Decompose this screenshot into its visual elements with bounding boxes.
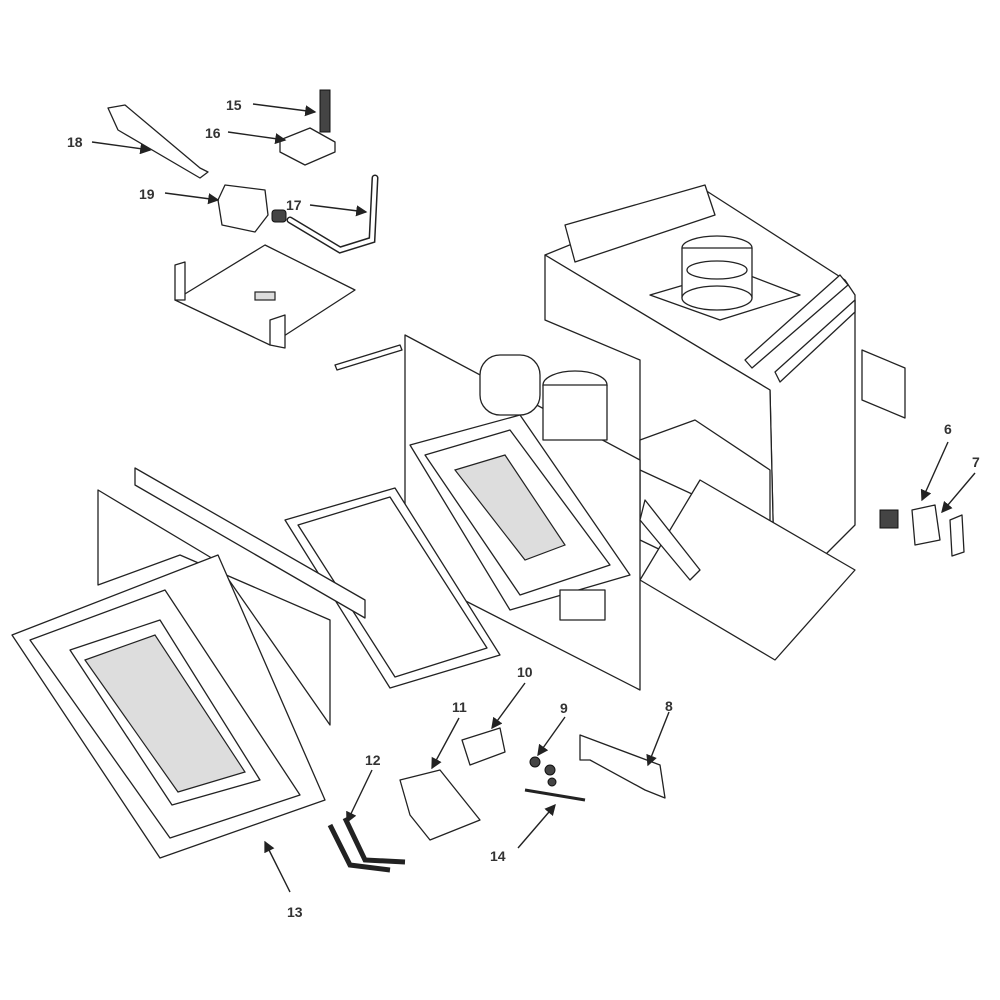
- leader-arrows: [91, 103, 976, 893]
- callout-8: 8: [665, 698, 673, 714]
- callout-11: 11: [452, 699, 467, 715]
- firebox-housing: [544, 184, 906, 661]
- callout-13: 13: [287, 904, 303, 920]
- part-8: [579, 734, 666, 799]
- part-15: [319, 89, 331, 133]
- part-6: [879, 509, 899, 529]
- part-14: [524, 788, 586, 802]
- callout-12: 12: [365, 752, 381, 768]
- callout-14: 14: [490, 848, 506, 864]
- part-17: [286, 174, 379, 254]
- part-19: [217, 184, 269, 233]
- part-18: [107, 104, 209, 179]
- callout-9: 9: [560, 700, 568, 716]
- callout-6: 6: [944, 421, 952, 437]
- burner-panel: [334, 334, 701, 691]
- trim-panels: [11, 467, 366, 859]
- part-10: [461, 727, 506, 766]
- part-12: [327, 816, 406, 873]
- part-9: [529, 756, 541, 768]
- callout-17: 17: [286, 197, 302, 213]
- glass-frame: [284, 487, 501, 689]
- small-parts: [107, 89, 965, 873]
- callout-16: 16: [205, 125, 221, 141]
- part-16: [279, 127, 336, 166]
- callout-19: 19: [139, 186, 155, 202]
- callout-7: 7: [972, 454, 980, 470]
- callout-10: 10: [517, 664, 533, 680]
- part-11: [399, 769, 481, 841]
- callout-15: 15: [226, 97, 242, 113]
- control-tray: [174, 244, 356, 349]
- part-7: [911, 504, 941, 546]
- callout-18: 18: [67, 134, 83, 150]
